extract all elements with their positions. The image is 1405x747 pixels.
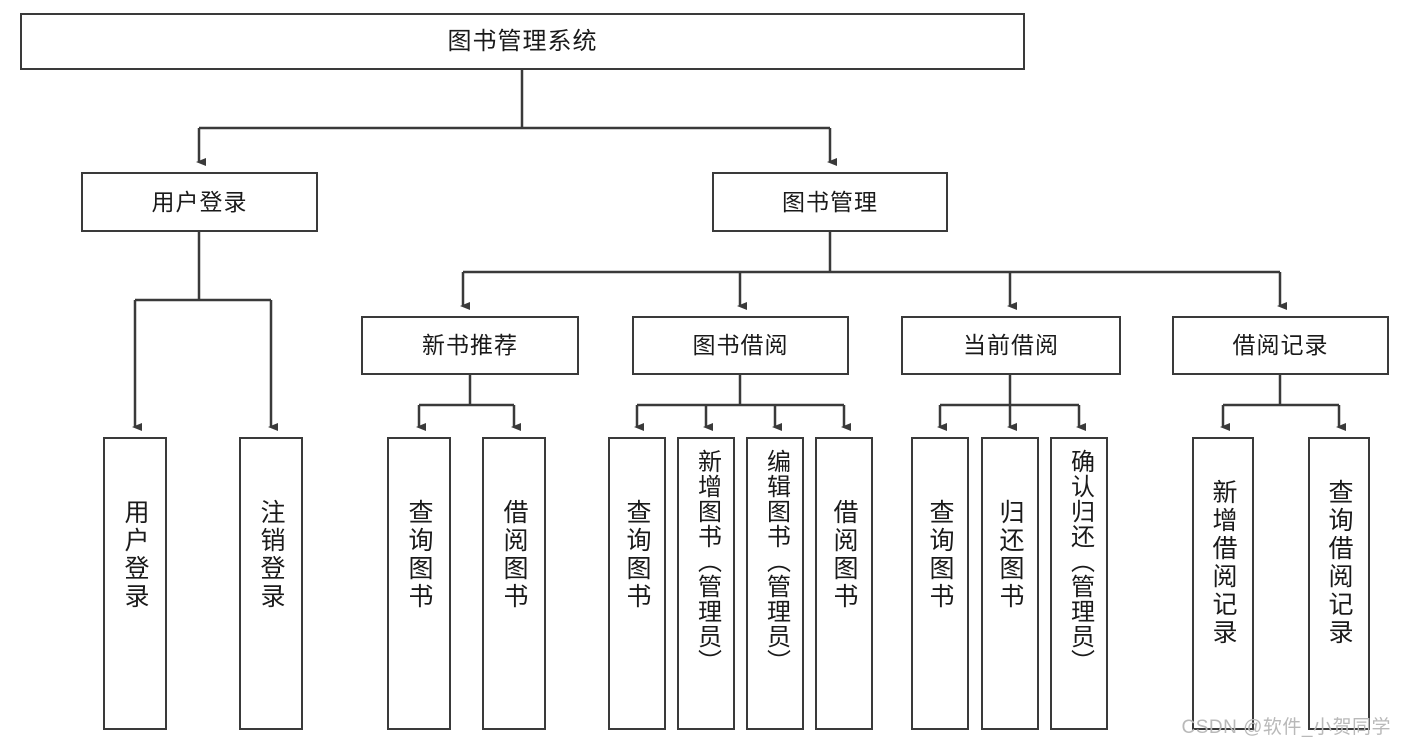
watermark-text: CSDN @软件_小贺同学 xyxy=(1181,717,1391,738)
node-book-borrow-label: 图书借阅 xyxy=(692,332,789,358)
node-borrow-record-label: 借阅记录 xyxy=(1232,332,1329,358)
node-root[interactable]: 图书管理系统 xyxy=(20,13,1025,70)
node-leaf-query-record-label: 查询借阅记录 xyxy=(1325,479,1353,647)
node-book-borrow[interactable]: 图书借阅 xyxy=(632,316,849,375)
node-current-borrow-label: 当前借阅 xyxy=(963,332,1059,358)
node-leaf-query-book-2-label: 查询图书 xyxy=(623,499,651,611)
node-root-label: 图书管理系统 xyxy=(447,27,598,55)
node-leaf-query-book-2[interactable]: 查询图书 xyxy=(608,437,666,730)
node-leaf-borrow-book-2-label: 借阅图书 xyxy=(830,499,858,611)
node-leaf-confirm-return[interactable]: 确认归还（管理员） xyxy=(1050,437,1108,730)
node-leaf-borrow-book-2[interactable]: 借阅图书 xyxy=(815,437,873,730)
node-leaf-borrow-book-1-label: 借阅图书 xyxy=(500,499,528,611)
node-user-login[interactable]: 用户登录 xyxy=(81,172,318,232)
node-borrow-record[interactable]: 借阅记录 xyxy=(1172,316,1389,375)
node-new-book-rec[interactable]: 新书推荐 xyxy=(361,316,579,375)
node-leaf-user-login-label: 用户登录 xyxy=(121,499,149,611)
node-leaf-query-book-3-label: 查询图书 xyxy=(926,499,954,611)
node-leaf-query-book-3[interactable]: 查询图书 xyxy=(911,437,969,730)
node-leaf-user-logout-label: 注销登录 xyxy=(257,499,285,611)
node-new-book-rec-label: 新书推荐 xyxy=(422,332,518,358)
node-leaf-query-record[interactable]: 查询借阅记录 xyxy=(1308,437,1370,730)
node-leaf-user-logout[interactable]: 注销登录 xyxy=(239,437,303,730)
node-leaf-add-record[interactable]: 新增借阅记录 xyxy=(1192,437,1254,730)
node-leaf-add-record-label: 新增借阅记录 xyxy=(1209,479,1237,647)
node-leaf-return-book[interactable]: 归还图书 xyxy=(981,437,1039,730)
node-leaf-add-book[interactable]: 新增图书（管理员） xyxy=(677,437,735,730)
node-leaf-user-login[interactable]: 用户登录 xyxy=(103,437,167,730)
node-leaf-borrow-book-1[interactable]: 借阅图书 xyxy=(482,437,546,730)
node-leaf-add-book-label: 新增图书（管理员） xyxy=(693,449,721,674)
node-leaf-return-book-label: 归还图书 xyxy=(996,499,1024,611)
node-user-login-label: 用户登录 xyxy=(151,188,248,215)
node-current-borrow[interactable]: 当前借阅 xyxy=(901,316,1121,375)
node-book-manage[interactable]: 图书管理 xyxy=(712,172,948,232)
node-leaf-confirm-return-label: 确认归还（管理员） xyxy=(1066,449,1094,674)
node-leaf-query-book-1[interactable]: 查询图书 xyxy=(387,437,451,730)
node-book-manage-label: 图书管理 xyxy=(782,188,878,215)
node-leaf-query-book-1-label: 查询图书 xyxy=(405,499,433,611)
node-leaf-edit-book-label: 编辑图书（管理员） xyxy=(762,449,790,674)
node-leaf-edit-book[interactable]: 编辑图书（管理员） xyxy=(746,437,804,730)
